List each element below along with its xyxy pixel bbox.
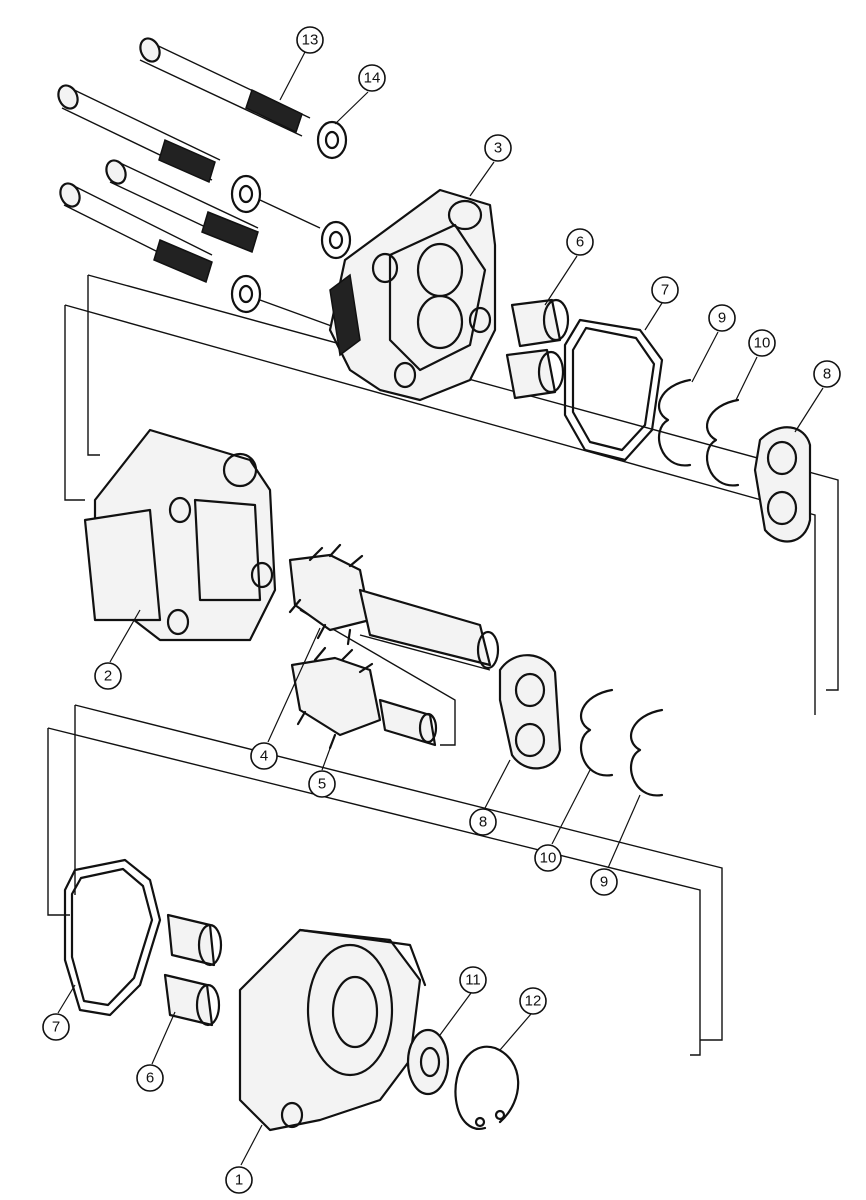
bushings-6-upper [505, 298, 570, 400]
gear-housing-2 [83, 428, 277, 642]
bolt-13-c [105, 159, 259, 254]
front-cover-1 [238, 928, 427, 1132]
snap-ring-12 [454, 1045, 520, 1130]
seal-7-lower [63, 858, 162, 1017]
callout-6-lower-label: 6 [146, 1070, 154, 1087]
callout-9-lower-label: 9 [600, 874, 608, 891]
callout-8-upper-label: 8 [823, 366, 831, 383]
callout-9-lower: 9 [590, 868, 618, 896]
callout-9-upper-label: 9 [718, 310, 726, 327]
callout-7-upper: 7 [651, 276, 679, 304]
callout-4: 4 [250, 742, 278, 770]
callout-8-lower: 8 [469, 808, 497, 836]
bushings-6-lower [163, 913, 223, 1027]
callout-6-lower: 6 [136, 1064, 164, 1092]
callout-10-lower: 10 [534, 844, 562, 872]
alignment-lines [47, 274, 839, 1056]
callout-12: 12 [519, 987, 547, 1015]
rear-cover-3 [328, 188, 497, 402]
wear-plate-8-lower [498, 654, 562, 770]
callout-12-label: 12 [525, 993, 542, 1010]
callout-6-upper-label: 6 [576, 234, 584, 251]
callout-8-upper: 8 [813, 360, 841, 388]
callout-6-upper: 6 [566, 228, 594, 256]
shaft-seal-11 [406, 1028, 450, 1096]
bolt-13-d [59, 182, 213, 284]
callout-7-lower: 7 [42, 1013, 70, 1041]
callout-5: 5 [308, 770, 336, 798]
callout-9-upper: 9 [708, 304, 736, 332]
callout-13-label: 13 [302, 32, 319, 49]
callout-1-label: 1 [235, 1172, 243, 1189]
callout-2-label: 2 [104, 668, 112, 685]
callout-11-label: 11 [465, 972, 481, 989]
callout-14: 14 [358, 64, 386, 92]
callout-7-lower-label: 7 [52, 1019, 60, 1036]
wear-plate-8-upper [753, 426, 812, 543]
bolt-13-a [139, 37, 311, 137]
driven-gear-5 [290, 646, 438, 750]
callout-4-label: 4 [260, 748, 268, 765]
bolt-13-b [57, 84, 221, 184]
callout-leaders [57, 51, 824, 1166]
callout-10-lower-label: 10 [540, 850, 557, 867]
callout-11: 11 [459, 966, 487, 994]
callout-8-lower-label: 8 [479, 814, 487, 831]
callout-10-upper-label: 10 [754, 335, 771, 352]
callout-2: 2 [94, 662, 122, 690]
callout-1: 1 [225, 1166, 253, 1194]
wire-rings-9-10-lower [579, 688, 664, 797]
callout-14-label: 14 [364, 70, 381, 87]
seal-7-upper [563, 318, 664, 462]
callout-7-upper-label: 7 [661, 282, 669, 299]
callout-10-upper: 10 [748, 329, 776, 357]
callout-13: 13 [296, 26, 324, 54]
callout-3: 3 [484, 134, 512, 162]
wire-rings-9-10-upper [657, 378, 740, 487]
callout-5-label: 5 [318, 776, 326, 793]
drive-gear-4 [288, 543, 500, 670]
callout-3-label: 3 [494, 140, 502, 157]
